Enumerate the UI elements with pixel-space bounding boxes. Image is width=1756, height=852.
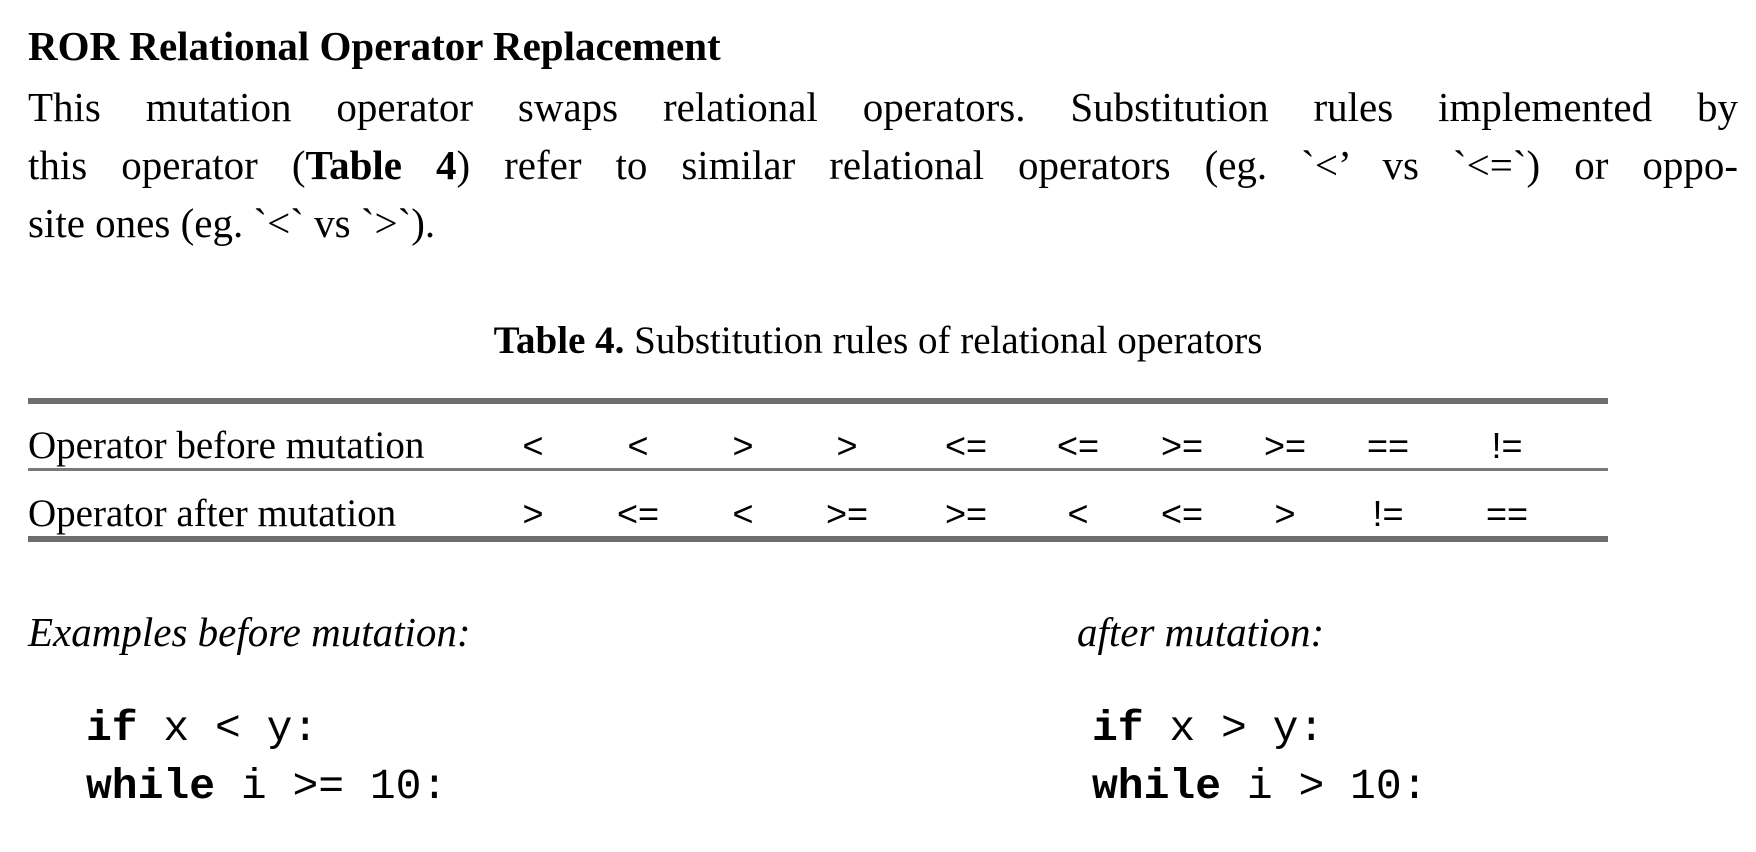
- code-keyword: if: [1092, 704, 1144, 753]
- table-cell: <=: [1160, 493, 1204, 534]
- code-keyword: while: [86, 762, 216, 811]
- table-cell: <=: [1056, 425, 1100, 466]
- code-text: i > 10:: [1221, 762, 1428, 811]
- table-top-rule: [28, 398, 1608, 404]
- paragraph-text: ) refer to similar relational operators …: [456, 142, 1739, 188]
- code-line: while i > 10:: [1092, 758, 1427, 816]
- table-cell: ==: [1366, 425, 1410, 466]
- table-cell: >=: [1160, 425, 1204, 466]
- code-text: i >= 10:: [215, 762, 448, 811]
- table-cell: >: [732, 425, 754, 466]
- table-cell: <: [1067, 493, 1089, 534]
- table-cell: <=: [616, 493, 660, 534]
- code-after-block: if x > y:while i > 10:: [1092, 700, 1427, 816]
- table-cell: >=: [944, 493, 988, 534]
- examples-after-label: after mutation:: [1077, 609, 1325, 655]
- code-keyword: if: [86, 704, 138, 753]
- table-cell: <: [522, 425, 544, 466]
- code-keyword: while: [1092, 762, 1222, 811]
- table-row: Operator after mutation > <= < >= >= < <…: [28, 486, 1608, 542]
- table-caption-label: Table 4.: [493, 319, 625, 362]
- section-heading: ROR Relational Operator Replacement: [28, 23, 721, 69]
- row-label: Operator before mutation: [28, 424, 425, 467]
- paragraph-text: this operator (: [28, 142, 306, 188]
- code-line: if x < y:: [86, 700, 447, 758]
- code-text: x > y:: [1143, 704, 1325, 753]
- row-label: Operator after mutation: [28, 492, 397, 535]
- table-caption-text: Substitution rules of relational operato…: [624, 319, 1263, 362]
- table-cell: <: [732, 493, 754, 534]
- code-before-block: if x < y:while i >= 10:: [86, 700, 447, 816]
- table-cell: ==: [1485, 493, 1529, 534]
- code-line: while i >= 10:: [86, 758, 447, 816]
- table-middle-rule: [28, 468, 1608, 471]
- code-line: if x > y:: [1092, 700, 1427, 758]
- table-cell: >=: [825, 493, 869, 534]
- table-bottom-rule: [28, 536, 1608, 542]
- table-cell: >=: [1263, 425, 1307, 466]
- table-cell: >: [836, 425, 858, 466]
- section-paragraph: This mutation operator swaps relational …: [28, 78, 1738, 252]
- table-cell: !=: [1491, 425, 1523, 466]
- table-reference: Table 4: [305, 142, 457, 188]
- paragraph-line: this operator (Table 4) refer to similar…: [28, 136, 1738, 194]
- paragraph-line: This mutation operator swaps relational …: [28, 84, 1738, 130]
- paragraph-line: site ones (eg. `<` vs `>`).: [28, 200, 436, 246]
- table-cell: !=: [1372, 493, 1404, 534]
- code-text: x < y:: [137, 704, 319, 753]
- table-cell: >: [1274, 493, 1296, 534]
- table-row: Operator before mutation < < > > <= <= >…: [28, 418, 1608, 474]
- table-cell: <: [627, 425, 649, 466]
- table-cell: >: [522, 493, 544, 534]
- examples-before-label: Examples before mutation:: [28, 609, 471, 655]
- table-caption: Table 4. Substitution rules of relationa…: [0, 318, 1756, 364]
- table-cell: <=: [944, 425, 988, 466]
